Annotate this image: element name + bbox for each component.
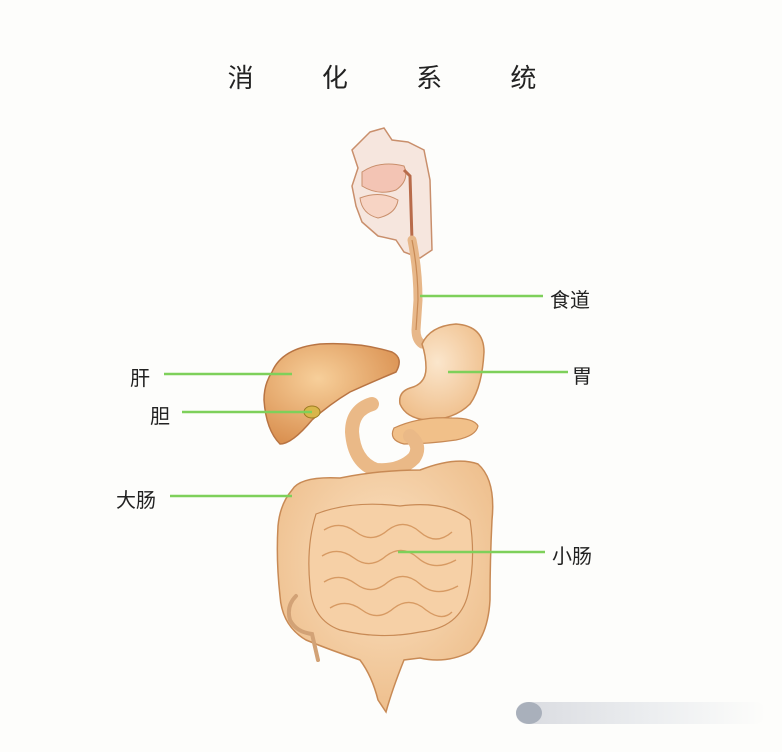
leader-lines xyxy=(164,294,568,554)
label-esophagus: 食道 xyxy=(550,288,590,312)
label-stomach: 胃 xyxy=(572,364,592,388)
label-liver: 肝 xyxy=(130,366,150,390)
small-intestine-coils xyxy=(321,523,459,618)
liver-shape xyxy=(263,342,400,445)
head-section xyxy=(351,127,433,259)
label-large-intestine: 大肠 xyxy=(116,488,156,512)
duodenum-shape xyxy=(344,397,425,478)
watermark-bar xyxy=(516,702,766,724)
appendix-shape xyxy=(286,594,320,662)
label-gallbladder: 胆 xyxy=(150,404,170,428)
watermark-icon xyxy=(516,702,542,724)
small-intestine-shape xyxy=(308,503,474,637)
label-small-intestine: 小肠 xyxy=(552,544,592,568)
diagram-title: 消 化 系 统 xyxy=(227,64,567,94)
